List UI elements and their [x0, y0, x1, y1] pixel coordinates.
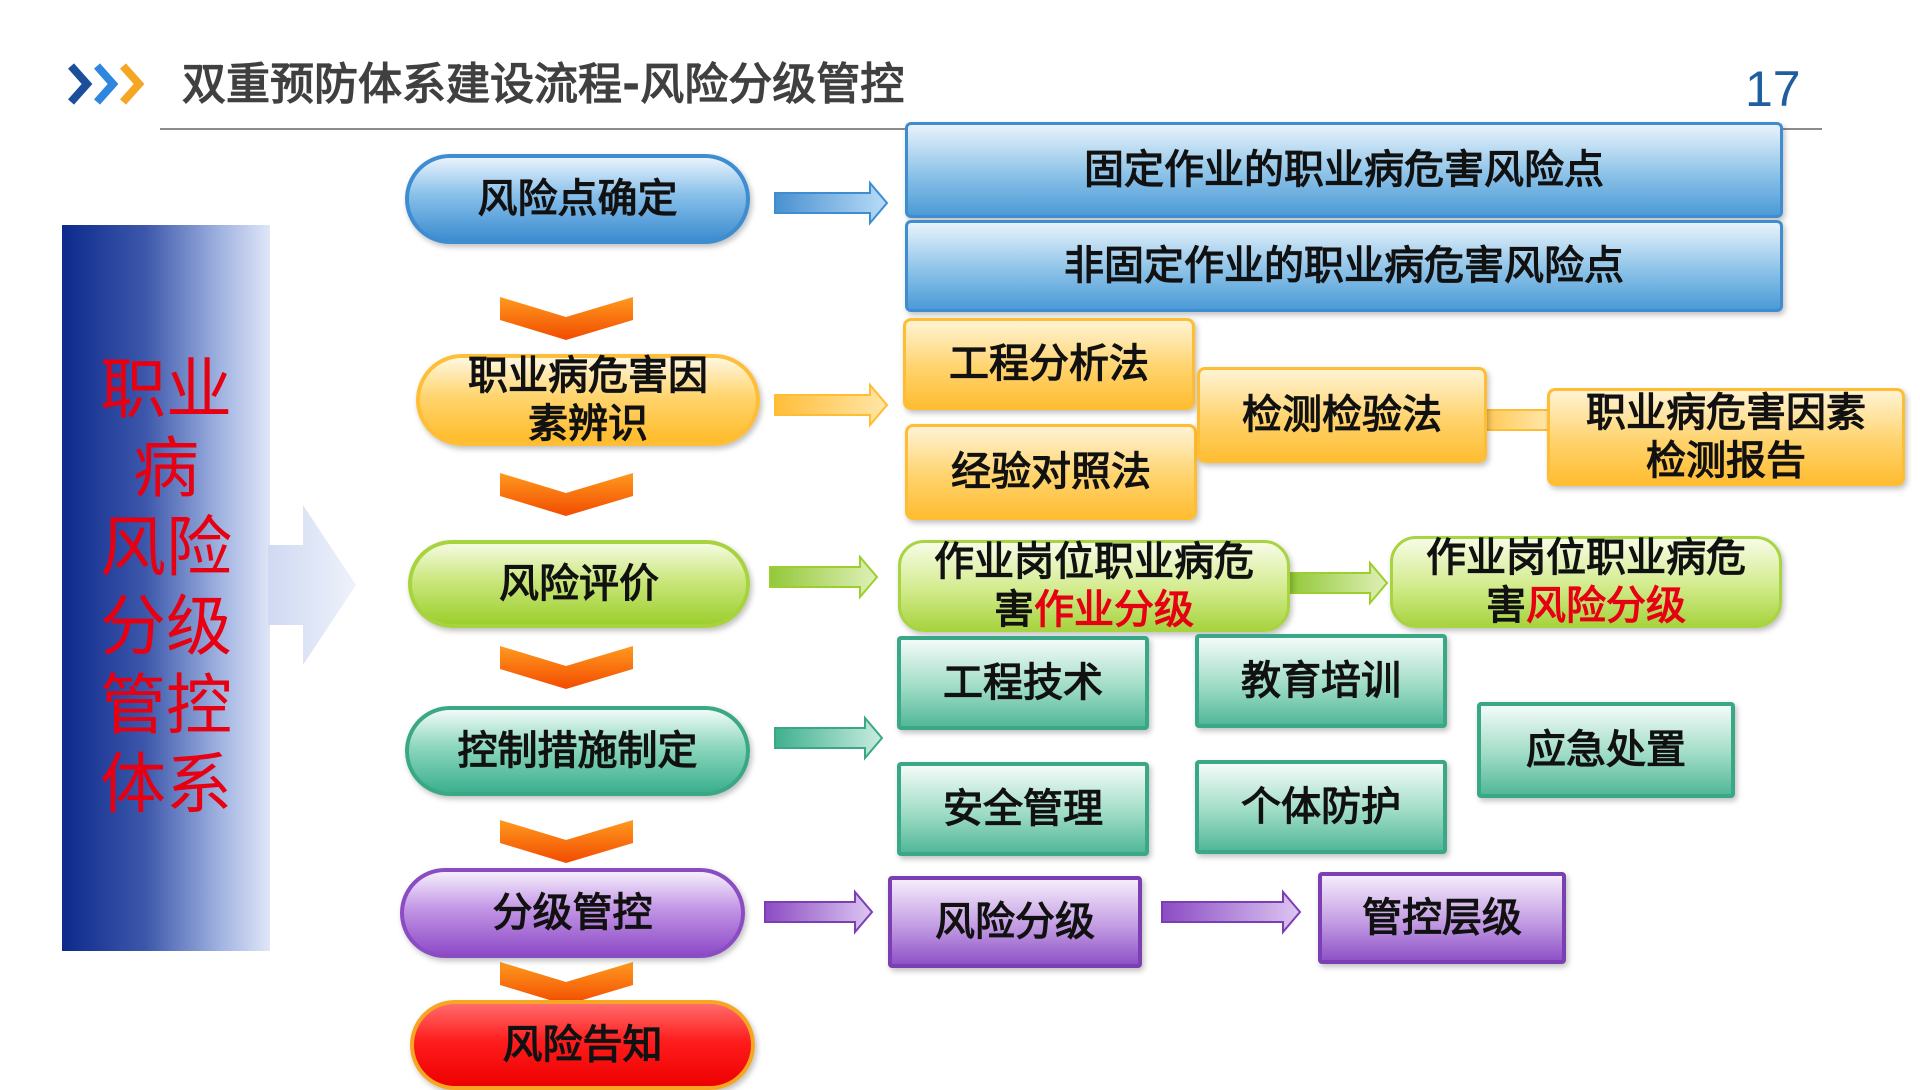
- job-risk-grading-text: 作业岗位职业病危害: [1426, 535, 1746, 629]
- step-hazard-identification: 职业病危害因素辨识: [416, 353, 760, 447]
- step-risk-evaluation: 风险评价: [408, 540, 750, 628]
- system-title-line: 职业: [100, 351, 232, 428]
- down-arrow: [500, 297, 633, 340]
- control-level: 管控层级: [1318, 872, 1566, 964]
- right-arrow: [774, 180, 889, 226]
- right-arrow: [1289, 560, 1389, 606]
- engineering-technology: 工程技术: [897, 636, 1149, 730]
- safety-management: 安全管理: [897, 762, 1149, 856]
- job-risk-grading: 作业岗位职业病危害风险分级: [1390, 535, 1782, 629]
- down-arrow: [500, 962, 633, 1005]
- step-control-measures: 控制措施制定: [405, 706, 750, 796]
- down-arrow: [500, 473, 633, 516]
- risk-grading: 风险分级: [888, 876, 1142, 968]
- system-title-line: 分级: [100, 588, 232, 665]
- system-title-line: 管控: [100, 667, 232, 744]
- system-title: 职业 病 风险 分级 管控 体系: [62, 350, 270, 824]
- detection-method: 检测检验法: [1197, 367, 1487, 463]
- system-title-line: 风险: [100, 509, 232, 586]
- system-title-line: 病: [133, 430, 199, 507]
- job-hazard-grading-text: 作业岗位职业病危害: [934, 539, 1254, 633]
- right-arrow: [774, 715, 884, 761]
- big-right-arrow: [268, 505, 356, 665]
- down-arrow: [500, 820, 633, 863]
- experience-comparison-method: 经验对照法: [905, 424, 1197, 520]
- non-fixed-risk-point: 非固定作业的职业病危害风险点: [905, 220, 1783, 312]
- step-risk-notification: 风险告知: [410, 1000, 755, 1090]
- page-number: 17: [1745, 61, 1801, 117]
- right-arrow: [764, 889, 874, 935]
- down-arrow: [500, 646, 633, 689]
- page-title: 双重预防体系建设流程-风险分级管控: [182, 59, 905, 110]
- education-training: 教育培训: [1195, 634, 1447, 728]
- right-arrow: [1161, 889, 1302, 935]
- right-arrow: [769, 554, 879, 600]
- risk-grading-highlight: 风险分级: [1526, 583, 1686, 629]
- chevrons-icon: [68, 63, 145, 105]
- personal-protection: 个体防护: [1195, 760, 1447, 854]
- job-grading-highlight: 作业分级: [1034, 587, 1194, 633]
- step-risk-point-determination: 风险点确定: [405, 154, 750, 244]
- right-arrow: [774, 382, 889, 428]
- engineering-analysis-method: 工程分析法: [903, 318, 1195, 410]
- job-hazard-grading: 作业岗位职业病危害作业分级: [898, 539, 1290, 633]
- system-title-line: 体系: [100, 746, 232, 823]
- detection-report: 职业病危害因素检测报告: [1547, 388, 1905, 486]
- fixed-risk-point: 固定作业的职业病危害风险点: [905, 122, 1783, 218]
- system-title-panel: [62, 225, 270, 951]
- emergency-response: 应急处置: [1477, 702, 1735, 798]
- step-grading-control: 分级管控: [400, 868, 745, 958]
